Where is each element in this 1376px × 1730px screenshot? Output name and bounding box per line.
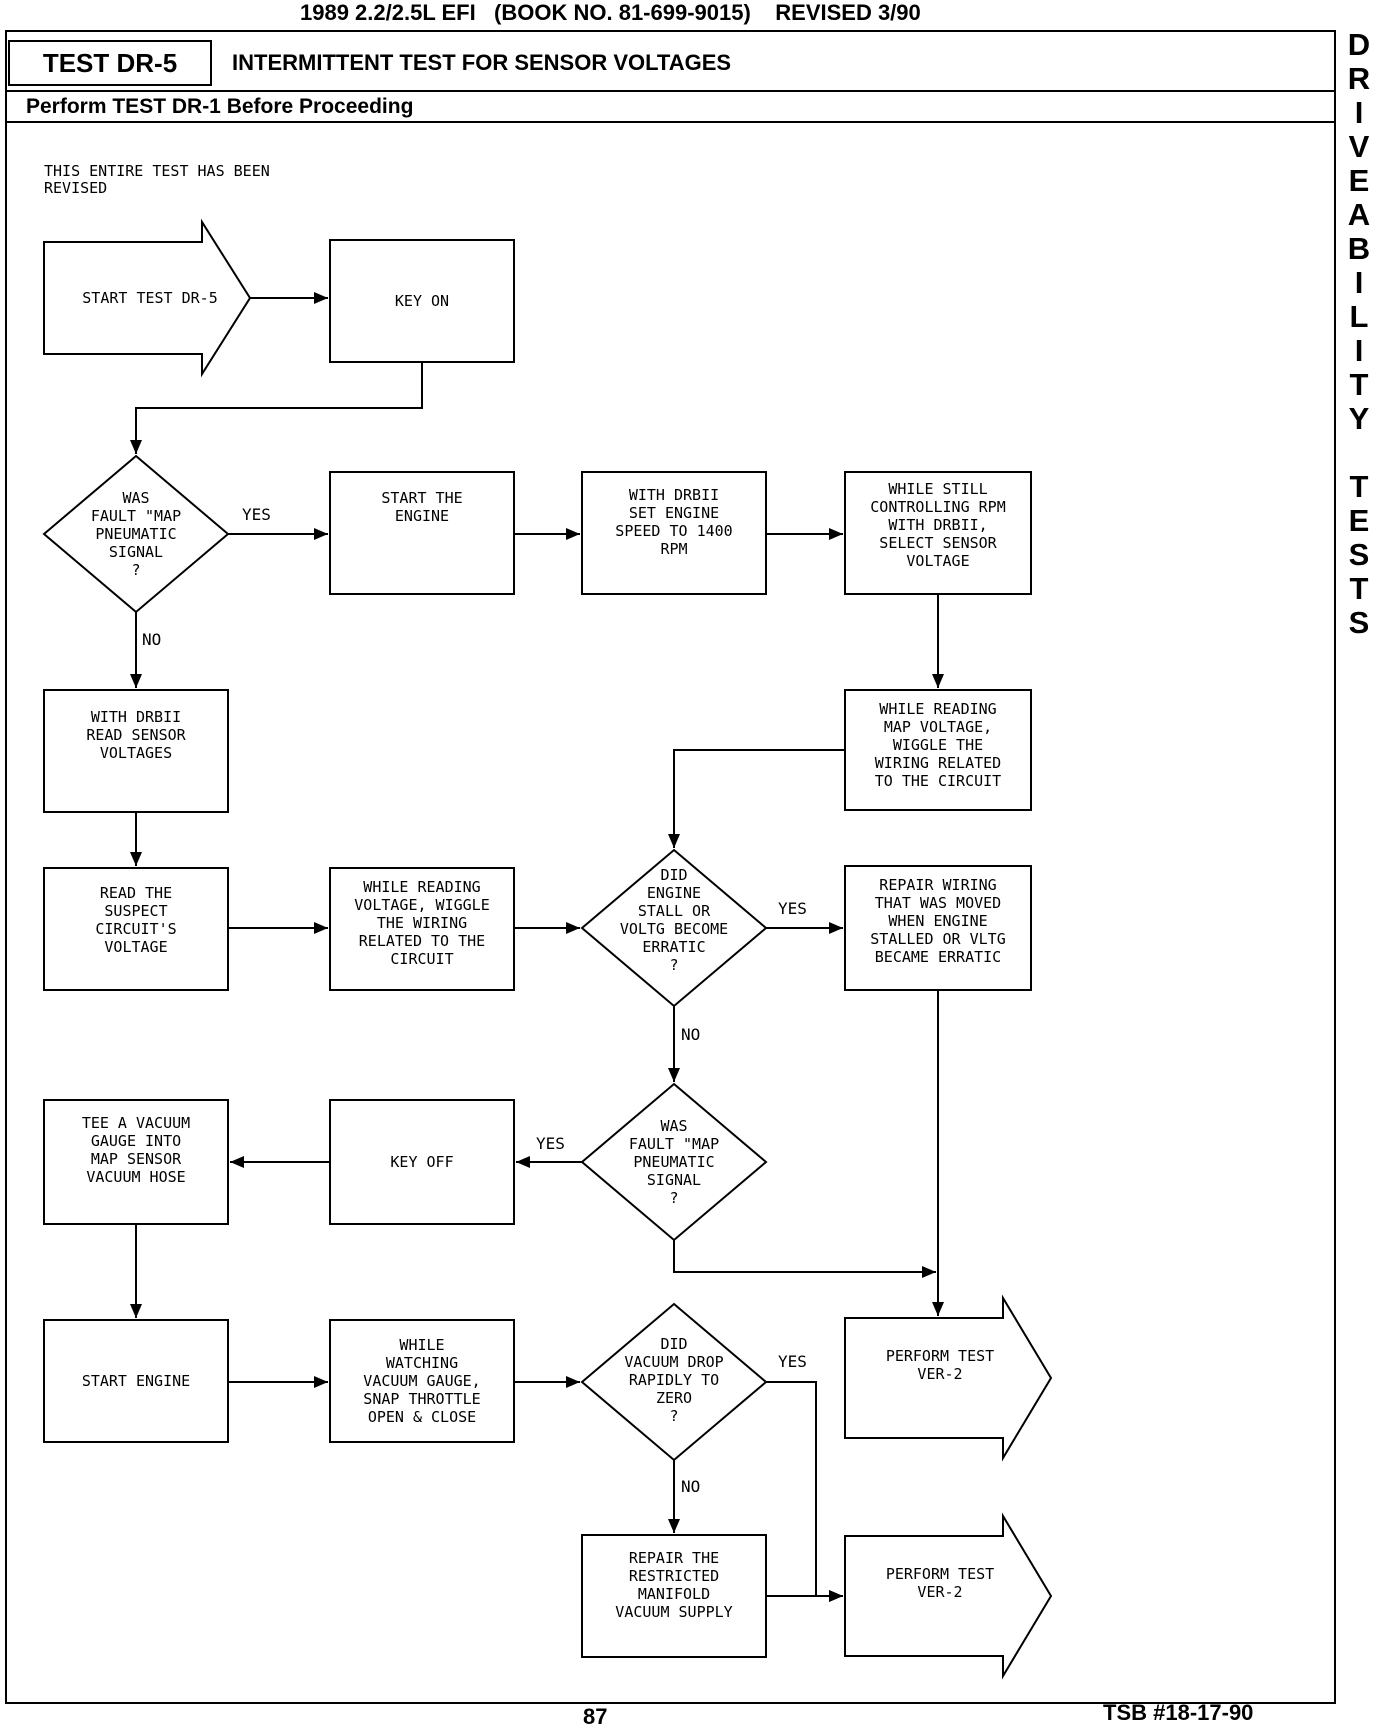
- key-off-label: KEY OFF: [390, 1153, 454, 1171]
- sidebar-letter: A: [1347, 197, 1371, 232]
- sidebar-letter: S: [1348, 537, 1370, 572]
- key-on-label: KEY ON: [394, 292, 450, 310]
- page-number: 87: [583, 1704, 608, 1729]
- sidebar-letter: I: [1354, 95, 1364, 130]
- no-label: NO: [681, 1025, 701, 1044]
- tsb-number: TSB #18-17-90: [1103, 1700, 1254, 1725]
- sidebar-letter: T: [1349, 469, 1369, 504]
- sidebar-letter: V: [1348, 129, 1370, 164]
- yes-label: YES: [778, 1352, 807, 1371]
- sidebar-letter: S: [1348, 605, 1370, 640]
- sidebar-letter: T: [1349, 367, 1369, 402]
- sidebar-letter: E: [1348, 503, 1370, 538]
- start-engine-label: START THE ENGINE: [381, 489, 463, 525]
- read-suspect-label: READ THE SUSPECT CIRCUIT'S VOLTAGE: [95, 884, 177, 956]
- sidebar-letter: R: [1347, 61, 1371, 96]
- sidebar-letter: E: [1348, 163, 1370, 198]
- section-sidebar: D R I V E A B I L I T Y T E S T S: [1342, 28, 1376, 640]
- select-sensor-label: WHILE STILL CONTROLLING RPM WITH DRBII, …: [870, 480, 1006, 570]
- sidebar-letter: T: [1349, 571, 1369, 606]
- wiggle-map-label: WHILE READING MAP VOLTAGE, WIGGLE THE WI…: [874, 700, 1002, 790]
- perform-ver2-b-label: PERFORM TEST VER-2: [885, 1565, 995, 1601]
- read-sensor-label: WITH DRBII READ SENSOR VOLTAGES: [86, 708, 186, 762]
- yes-label: YES: [242, 505, 271, 524]
- document-header-line: 1989 2.2/2.5L EFI (BOOK NO. 81-699-9015)…: [300, 0, 921, 25]
- perform-ver2-a-shape: [844, 1294, 1053, 1462]
- page-frame: [5, 30, 1336, 1704]
- subheader-divider: [5, 121, 1336, 123]
- repair-wiring-label: REPAIR WIRING THAT WAS MOVED WHEN ENGINE…: [870, 876, 1006, 966]
- sidebar-letter: B: [1347, 231, 1371, 266]
- perform-ver2-b-shape: [844, 1512, 1053, 1680]
- map-fault-question-2: WAS FAULT "MAP PNEUMATIC SIGNAL ?: [628, 1117, 720, 1207]
- revision-note: THIS ENTIRE TEST HAS BEEN REVISED: [44, 162, 270, 197]
- set-speed-label: WITH DRBII SET ENGINE SPEED TO 1400 RPM: [615, 486, 733, 558]
- no-label: NO: [681, 1477, 701, 1496]
- sidebar-letter: D: [1347, 27, 1371, 62]
- prerequisite-note: Perform TEST DR-1 Before Proceeding: [26, 95, 414, 118]
- yes-label: YES: [778, 899, 807, 918]
- sidebar-letter: I: [1354, 333, 1364, 368]
- stall-question: DID ENGINE STALL OR VOLTG BECOME ERRATIC…: [619, 866, 729, 974]
- test-id-box: TEST DR-5: [8, 40, 212, 86]
- wiggle-wiring-label: WHILE READING VOLTAGE, WIGGLE THE WIRING…: [354, 878, 490, 968]
- header-divider: [5, 90, 1336, 92]
- start-arrow-shape: [43, 218, 252, 378]
- start-test-label: START TEST DR-5: [82, 289, 218, 307]
- vacuum-question: DID VACUUM DROP RAPIDLY TO ZERO ?: [624, 1335, 724, 1425]
- sidebar-letter: I: [1354, 265, 1364, 300]
- sidebar-letter: Y: [1348, 401, 1370, 436]
- yes-label: YES: [536, 1134, 565, 1153]
- tee-gauge-label: TEE A VACUUM GAUGE INTO MAP SENSOR VACUU…: [81, 1114, 191, 1186]
- map-fault-question-1: WAS FAULT "MAP PNEUMATIC SIGNAL ?: [90, 489, 182, 579]
- repair-manifold-label: REPAIR THE RESTRICTED MANIFOLD VACUUM SU…: [615, 1549, 733, 1621]
- snap-throttle-label: WHILE WATCHING VACUUM GAUGE, SNAP THROTT…: [363, 1336, 481, 1426]
- sidebar-letter: L: [1349, 299, 1369, 334]
- test-title: INTERMITTENT TEST FOR SENSOR VOLTAGES: [232, 50, 732, 75]
- perform-ver2-a-label: PERFORM TEST VER-2: [885, 1347, 995, 1383]
- no-label: NO: [142, 630, 162, 649]
- start-engine-2-label: START ENGINE: [81, 1372, 191, 1390]
